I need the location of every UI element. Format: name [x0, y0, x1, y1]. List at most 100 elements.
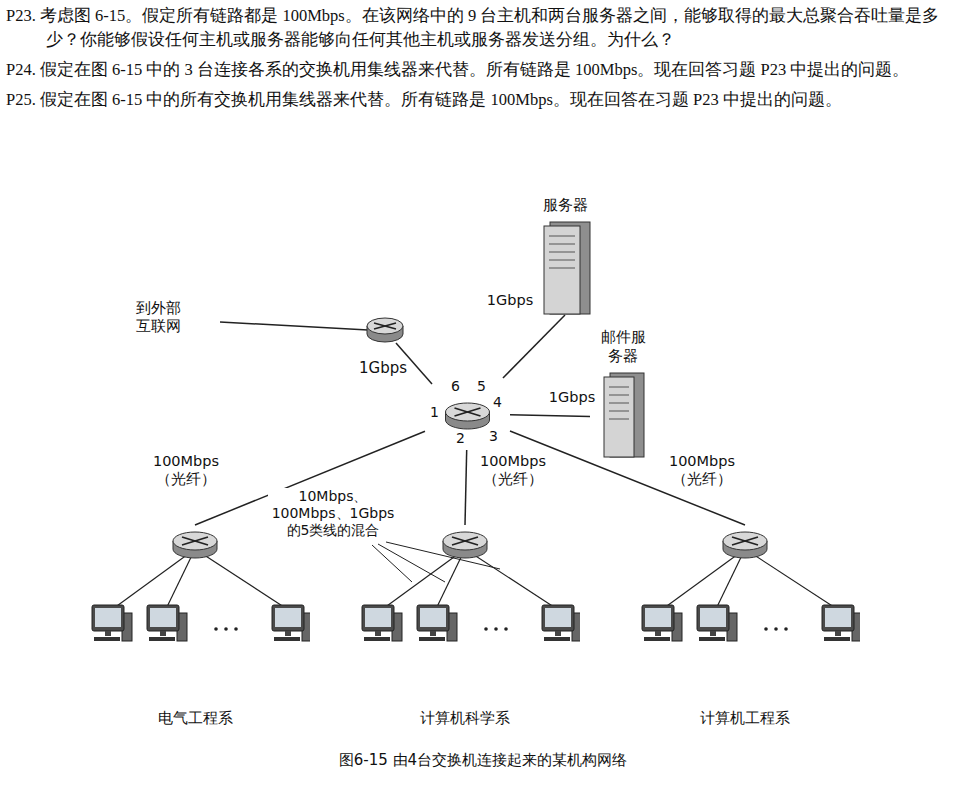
- screen: [645, 608, 671, 627]
- link-label: 100Mbps （光纤）: [662, 452, 742, 488]
- switch-arrow: [182, 537, 208, 545]
- department-name: 电气工程系: [158, 709, 233, 728]
- ellipsis-dot: [774, 627, 778, 631]
- core-switch: 123456: [425, 378, 510, 450]
- switch-arrow: [182, 537, 208, 545]
- computer-icon: [642, 605, 682, 641]
- problem-block: P23. 考虑图 6-15。假定所有链路都是 100Mbps。在该网络中的 9 …: [6, 4, 958, 118]
- keyboard: [94, 637, 120, 641]
- monitor: [542, 605, 574, 631]
- port-number: 5: [477, 378, 486, 394]
- computer-icon: [697, 605, 737, 641]
- keyboard: [699, 637, 725, 641]
- department-group: 计算机科学系: [350, 525, 580, 728]
- problem-text: P25. 假定在图 6-15 中的所有交换机用集线器来代替。所有链路是 100M…: [6, 88, 958, 112]
- switch-icon: [173, 532, 217, 558]
- figure-caption: 图6-15 由4台交换机连接起来的某机构网络: [233, 751, 733, 769]
- department-name: 计算机科学系: [420, 709, 510, 728]
- screen: [420, 608, 446, 627]
- server-front: [544, 226, 580, 314]
- computer-icon: [272, 605, 310, 641]
- server-slot: [609, 387, 629, 388]
- monitor: [272, 605, 304, 631]
- department-graphic: [630, 525, 860, 703]
- server-slot: [609, 411, 629, 412]
- keyboard: [364, 637, 390, 641]
- monitor: [417, 605, 449, 631]
- port-number: 6: [451, 378, 460, 394]
- switch-icon: [446, 403, 490, 429]
- ellipsis-dot: [224, 627, 228, 631]
- internet-link: [220, 322, 432, 384]
- monitor: [92, 605, 124, 631]
- host-cable: [745, 549, 840, 611]
- host-cable: [110, 549, 195, 611]
- problem-text: P23. 考虑图 6-15。假定所有链路都是 100Mbps。在该网络中的 9 …: [6, 4, 958, 52]
- link-speed: 1Gbps: [358, 359, 408, 377]
- port-number: 2: [456, 430, 465, 446]
- computer-icon: [362, 605, 402, 641]
- cable-mix-note: 10Mbps、100Mbps、1Gbps的5类线的混合: [268, 488, 398, 539]
- ellipsis-dot: [234, 627, 238, 631]
- port-number: 4: [493, 394, 502, 410]
- screen: [95, 608, 121, 627]
- host-cable: [380, 549, 465, 611]
- monitor: [822, 605, 854, 631]
- screen: [150, 608, 176, 627]
- leader-line: [372, 545, 412, 582]
- leader-line: [378, 544, 445, 582]
- server-slot: [609, 419, 629, 420]
- monitor: [362, 605, 394, 631]
- monitor-neck: [160, 631, 166, 636]
- keyboard: [544, 637, 570, 641]
- switch-arrow: [455, 408, 481, 416]
- computer-icon: [822, 605, 860, 641]
- switch-arrow: [732, 537, 758, 545]
- switch-arrow: [452, 537, 478, 545]
- link-label: 1Gbps: [544, 388, 600, 406]
- computer-icon: [417, 605, 457, 641]
- ellipsis-dot: [484, 627, 488, 631]
- server-label: 服务器: [543, 196, 588, 215]
- department-graphic: [80, 525, 310, 703]
- keyboard: [644, 637, 670, 641]
- switch-top: [443, 532, 487, 550]
- computer-icon: [92, 605, 132, 641]
- keyboard: [274, 637, 300, 641]
- host-cable: [660, 549, 745, 611]
- monitor-neck: [655, 631, 661, 636]
- ellipsis-dot: [214, 627, 218, 631]
- switch-arrow: [732, 537, 758, 545]
- router-top: [367, 318, 403, 334]
- link-label: 100Mbps （光纤）: [146, 452, 226, 488]
- monitor: [642, 605, 674, 631]
- network-link: [503, 315, 565, 378]
- department-name: 计算机工程系: [700, 709, 790, 728]
- switch-top: [173, 532, 217, 550]
- router-arrow: [374, 323, 396, 329]
- keyboard: [824, 637, 850, 641]
- host-cable: [195, 549, 290, 611]
- host-cable: [465, 549, 560, 611]
- switch-arrow: [452, 537, 478, 545]
- ellipsis-dot: [784, 627, 788, 631]
- screen: [700, 608, 726, 627]
- monitor-neck: [285, 631, 291, 636]
- switch-top: [446, 403, 490, 421]
- switch-icon: [443, 532, 487, 558]
- network-link: [510, 415, 590, 417]
- keyboard: [419, 637, 445, 641]
- router-icon: [367, 318, 403, 342]
- computer-icon: [542, 605, 580, 641]
- port-number: 3: [489, 428, 498, 444]
- internet-wire: [220, 322, 368, 330]
- ellipsis-dot: [764, 627, 768, 631]
- screen: [275, 608, 301, 627]
- keyboard: [149, 637, 175, 641]
- internet-label: 到外部互联网: [132, 299, 184, 335]
- server-slot: [549, 260, 575, 261]
- monitor: [697, 605, 729, 631]
